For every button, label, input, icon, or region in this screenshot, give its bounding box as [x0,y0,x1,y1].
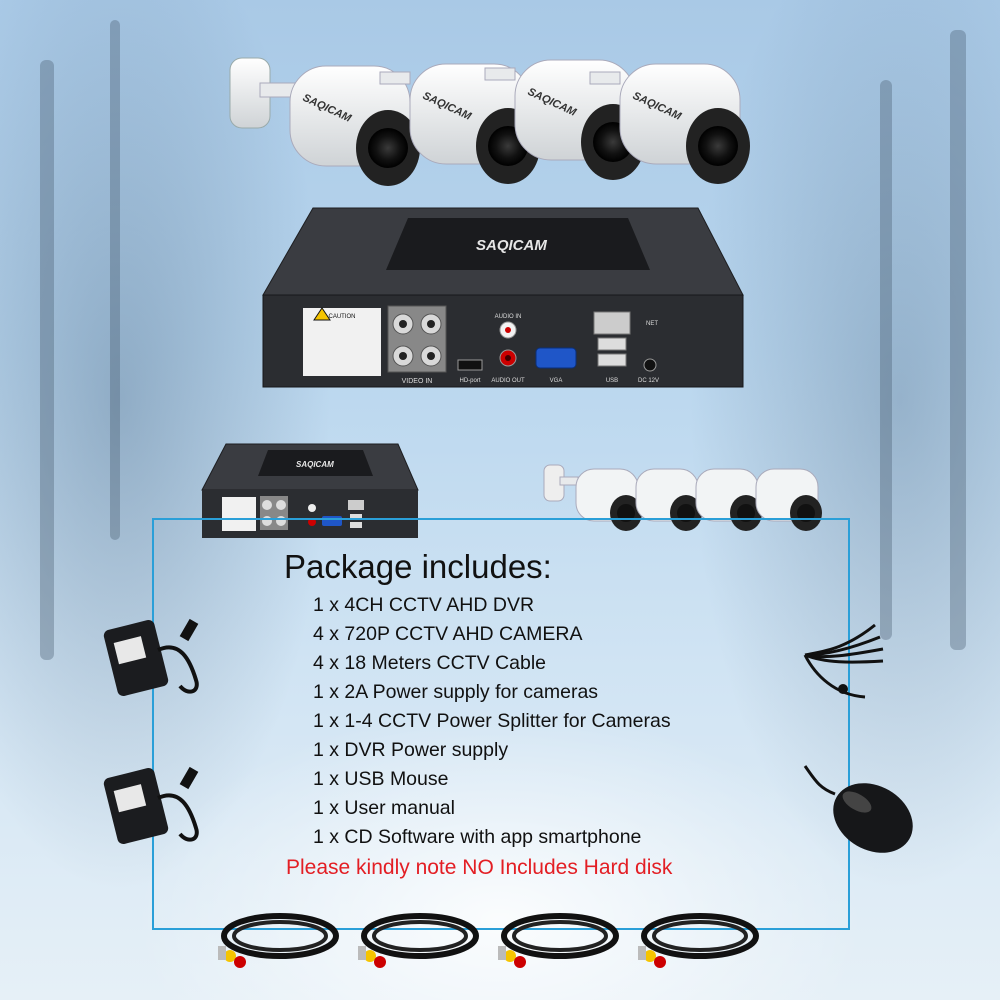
package-item: 1 x CD Software with app smartphone [313,826,642,848]
package-item: 1 x 1-4 CCTV Power Splitter for Cameras [313,710,671,732]
package-frame [152,518,850,930]
package-item: 1 x USB Mouse [313,768,449,790]
camera-icon [635,468,702,531]
camera-icon [695,468,762,531]
usb-mouse-icon [803,765,913,853]
dvr-recorder-large: SAQICAM CAUTION VIDEO IN HD-port AUDIO I… [262,207,744,388]
tree-trunk [950,30,966,650]
package-item: 1 x 2A Power supply for cameras [313,681,599,703]
tree-trunk [110,20,120,540]
top-camera-row: SAQICAM SAQICAM SAQICAM SAQICAM [229,57,750,186]
cctv-cable-icon [638,913,759,968]
cctv-cable-icon [358,913,479,968]
package-item: 1 x DVR Power supply [313,739,509,761]
cable-row [218,913,759,968]
svg-text:NET: NET [646,321,658,327]
svg-text:HD-port: HD-port [459,378,480,384]
tree-trunk [880,80,892,640]
cctv-cable-icon [498,913,619,968]
svg-text:CAUTION: CAUTION [329,314,356,320]
svg-text:VIDEO IN: VIDEO IN [402,378,433,385]
dvr-recorder-small: SAQICAM [201,443,419,538]
cctv-cable-icon [218,913,339,968]
package-item: 1 x 4CH CCTV AHD DVR [313,594,535,616]
power-adapter-icon [103,766,199,845]
svg-text:AUDIO IN: AUDIO IN [495,314,522,320]
svg-text:VGA: VGA [550,378,563,384]
svg-text:AUDIO OUT: AUDIO OUT [491,378,525,384]
svg-text:SAQICAM: SAQICAM [476,237,547,254]
svg-text:SAQICAM: SAQICAM [296,460,334,469]
camera-icon: SAQICAM [379,63,540,184]
camera-icon: SAQICAM [589,63,750,184]
power-splitter-icon [803,623,884,699]
package-item: 1 x User manual [313,797,455,819]
package-item: 4 x 720P CCTV AHD CAMERA [313,623,583,645]
camera-icon [543,464,642,531]
svg-text:DC 12V: DC 12V [638,378,659,384]
package-item: 4 x 18 Meters CCTV Cable [313,652,547,674]
tree-trunk [40,60,54,660]
camera-icon [755,468,822,531]
svg-text:USB: USB [606,378,618,384]
package-title: Package includes: [284,548,552,585]
power-adapter-icon [103,618,199,697]
hard-disk-note: Please kindly note NO Includes Hard disk [286,856,673,879]
small-camera-row [543,464,822,531]
